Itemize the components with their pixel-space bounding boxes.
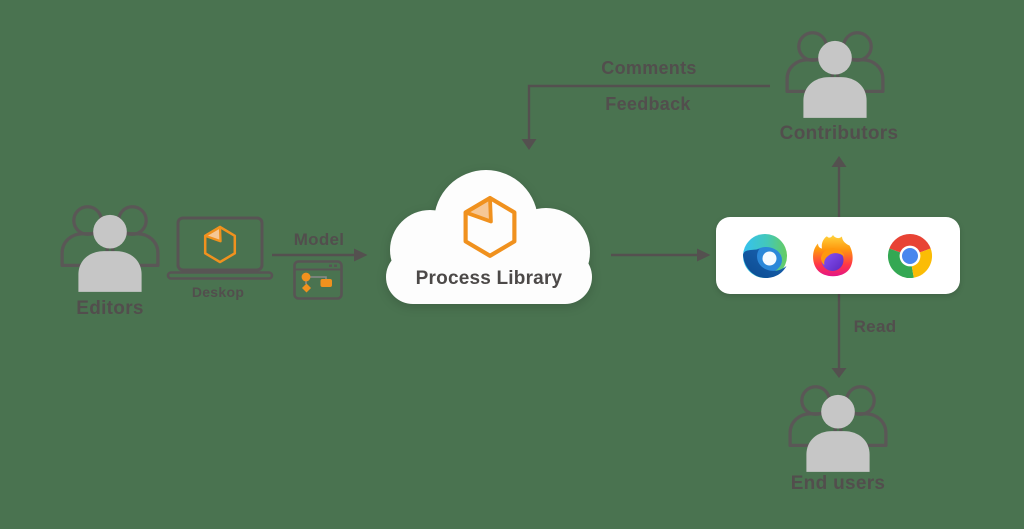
feedback-edge-label: Feedback [605,94,691,114]
contribute-arrowhead-up [831,156,847,167]
read-arrowhead-down [831,368,847,378]
people-group-icon [785,380,891,474]
comments-feedback-elbow-line [527,84,770,140]
process-hexagon-icon [203,225,237,264]
desktop-node [166,216,274,285]
desktop-label: Deskop [191,284,245,300]
people-group-icon [57,200,163,294]
end-users-label: End users [790,473,886,494]
editors-label: Editors [76,298,144,319]
comments-edge-label: Comments [601,58,697,78]
read-edge-label: Read [853,317,897,336]
contributors-node [782,26,888,125]
firefox-browser-icon [813,235,853,277]
process-library-label: Process Library [415,268,563,289]
model-edge-label: Model [293,230,345,249]
edge-browser-icon [743,234,787,278]
modeler-window-node [293,260,343,305]
chrome-browser-icon [887,233,933,279]
contributors-label: Contributors [779,123,899,144]
feedback-arrowhead-down [521,139,537,150]
browsers-node [716,217,960,294]
end-users-node [785,380,891,479]
people-group-icon [782,26,888,120]
modeler-window-icon [293,260,343,300]
publish-arrowhead [697,248,711,262]
process-library-node: Process Library [378,166,600,310]
editors-node [57,200,163,299]
model-arrowhead [354,248,368,262]
laptop-icon [166,216,274,280]
cloud-icon [386,170,592,304]
